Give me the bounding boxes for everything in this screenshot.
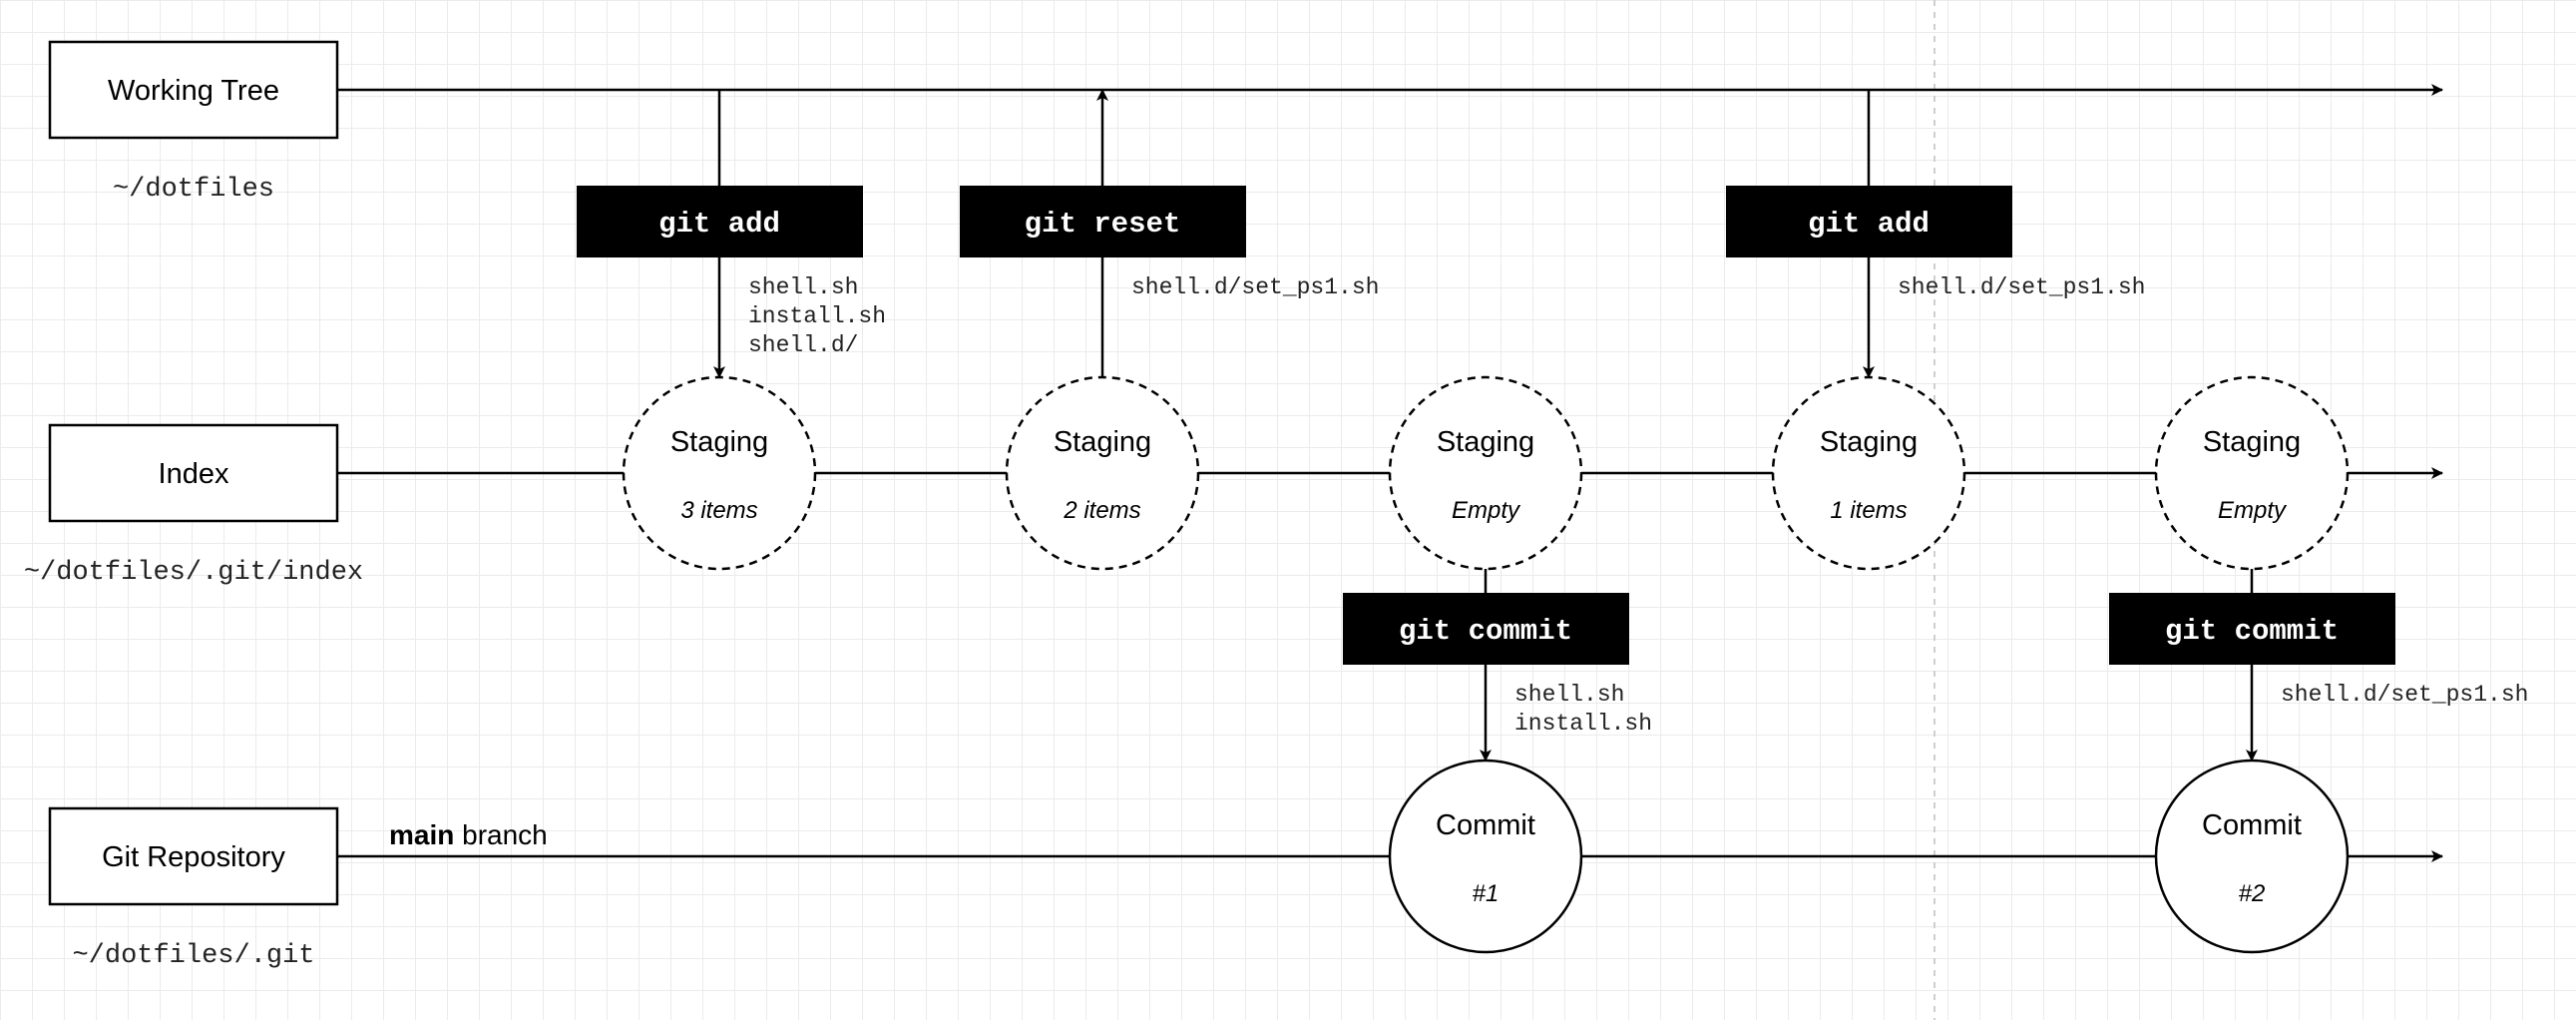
command-git-reset: git reset [960,186,1246,257]
branch-name: main [389,819,454,850]
file-list: shell.d/set_ps1.sh [2281,682,2528,708]
lane-path: ~/dotfiles [113,175,274,205]
node-title: Staging [1054,426,1151,458]
file-name: shell.sh [1514,682,1624,708]
node-title: Staging [1820,426,1918,458]
node-subtitle: 1 items [1830,497,1907,524]
file-name: shell.d/set_ps1.sh [1131,274,1379,300]
file-list: shell.sh install.sh shell.d/ [748,274,886,358]
branch-label: main branch [389,819,548,850]
command-git-commit: git commit [1343,593,1629,665]
lane-index: Index [48,423,339,523]
commit-node: Commit #2 [2154,759,2350,954]
command-label: git reset [1025,208,1181,241]
node-subtitle: 3 items [680,497,757,524]
lane-label: Working Tree [108,75,279,107]
lane-path: ~/dotfiles/.git/index [24,558,363,588]
staging-node: Staging Empty [1388,375,1583,571]
file-name: shell.d/set_ps1.sh [1898,274,2145,300]
node-subtitle: 2 items [1063,497,1140,524]
file-list: shell.sh install.sh [1514,682,1652,737]
staging-node: Staging Empty [2154,375,2350,571]
node-subtitle: #2 [2239,880,2266,907]
file-name: shell.sh [748,274,858,300]
lane-label: Index [159,458,229,490]
staging-node: Staging 3 items [622,375,817,571]
command-label: git commit [2165,615,2339,648]
command-git-add: git add [577,186,863,257]
lane-repository: Git Repository [48,806,339,906]
file-name: install.sh [1514,711,1652,737]
node-subtitle: Empty [2218,497,2288,524]
node-subtitle: Empty [1452,497,1521,524]
branch-suffix: branch [454,819,547,850]
node-title: Staging [670,426,768,458]
command-label: git commit [1399,615,1572,648]
lane-working-tree: Working Tree [48,40,339,140]
staging-node: Staging 1 items [1771,375,1966,571]
command-git-commit: git commit [2109,593,2395,665]
commit-node: Commit #1 [1388,759,1583,954]
node-subtitle: #1 [1473,880,1500,907]
lane-path: ~/dotfiles/.git [72,941,314,971]
lane-label: Git Repository [102,841,285,873]
command-label: git add [1808,208,1930,241]
command-git-add: git add [1726,186,2012,257]
node-title: Staging [2203,426,2301,458]
file-list: shell.d/set_ps1.sh [1898,274,2145,300]
file-name: shell.d/set_ps1.sh [2281,682,2528,708]
file-name: shell.d/ [748,332,858,358]
staging-node: Staging 2 items [1005,375,1200,571]
command-label: git add [658,208,780,241]
node-title: Staging [1437,426,1534,458]
node-title: Commit [1436,809,1535,841]
node-title: Commit [2202,809,2302,841]
file-list: shell.d/set_ps1.sh [1131,274,1379,300]
file-name: install.sh [748,303,886,329]
